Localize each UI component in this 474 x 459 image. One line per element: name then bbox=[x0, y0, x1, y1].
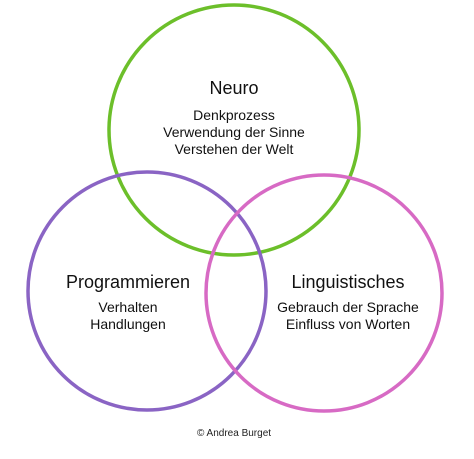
linguistisches-line-1: Gebrauch der Sprache bbox=[277, 299, 419, 315]
neuro-line-2: Verwendung der Sinne bbox=[163, 124, 305, 140]
programmieren-line-1: Verhalten bbox=[98, 299, 157, 315]
neuro-line-3: Verstehen der Welt bbox=[175, 141, 294, 157]
neuro-line-1: Denkprozess bbox=[193, 107, 275, 123]
programmieren-circle bbox=[26, 170, 268, 412]
programmieren-title: Programmieren bbox=[66, 272, 190, 292]
linguistisches-title: Linguistisches bbox=[291, 272, 404, 292]
copyright-text: © Andrea Burget bbox=[197, 428, 271, 439]
programmieren-line-2: Handlungen bbox=[90, 316, 166, 332]
linguistisches-line-2: Einfluss von Worten bbox=[286, 316, 410, 332]
neuro-title: Neuro bbox=[209, 78, 258, 98]
linguistisches-circle bbox=[204, 173, 444, 413]
neuro-circle bbox=[107, 3, 361, 257]
